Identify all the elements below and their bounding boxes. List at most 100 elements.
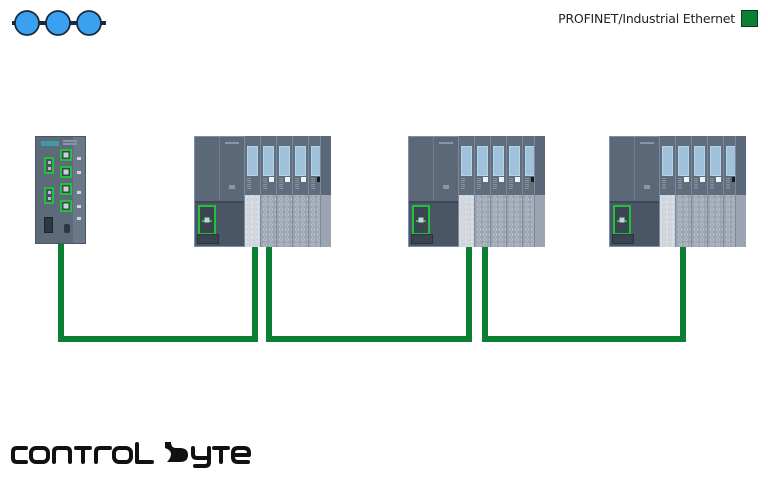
module-ticks <box>311 178 315 179</box>
end-cap <box>735 136 746 247</box>
module-ticks <box>295 178 299 179</box>
siemens-brand-label <box>41 141 59 146</box>
status-led <box>77 191 81 194</box>
status-square <box>301 177 306 182</box>
cpu-label <box>225 142 239 144</box>
module-display <box>509 146 520 176</box>
ethernet-port-2[interactable] <box>60 166 72 178</box>
status-square <box>269 177 274 182</box>
plc-rack-2[interactable] <box>408 136 545 247</box>
profinet-port-pair[interactable] <box>613 205 631 235</box>
io-module-1[interactable] <box>244 136 260 247</box>
linked-circles-logo-icon <box>10 8 110 38</box>
cpu-label <box>439 142 453 144</box>
terminal-block <box>692 195 707 247</box>
io-module-2[interactable] <box>474 136 490 247</box>
module-ticks <box>279 178 283 179</box>
terminal-block <box>708 195 723 247</box>
module-ticks <box>493 178 497 179</box>
cpu-foot <box>612 234 634 244</box>
terminal-block <box>507 195 522 247</box>
power-terminal-2 <box>44 187 54 204</box>
end-cap-lower <box>736 195 746 247</box>
end-cap-lower <box>321 195 331 247</box>
module-display <box>477 146 488 176</box>
module-ticks <box>678 178 682 179</box>
cpu-led <box>644 185 650 189</box>
module-display <box>710 146 721 176</box>
module-display <box>295 146 306 176</box>
cpu-led <box>443 185 449 189</box>
sd-card-slot <box>44 217 53 233</box>
industrial-switch[interactable] <box>35 136 86 244</box>
terminal-block <box>475 195 490 247</box>
io-module-3[interactable] <box>276 136 292 247</box>
module-ticks <box>509 178 513 179</box>
io-module-4[interactable] <box>707 136 723 247</box>
io-module-4[interactable] <box>506 136 522 247</box>
switch-side-rail <box>73 137 85 243</box>
terminal-block <box>459 195 474 247</box>
io-module-3[interactable] <box>490 136 506 247</box>
terminal-block <box>245 195 260 247</box>
cable-switch-to-plc1 <box>58 244 258 342</box>
plc-rack-3[interactable] <box>609 136 746 247</box>
module-display <box>694 146 705 176</box>
terminal-block <box>660 195 675 247</box>
io-module-2[interactable] <box>675 136 691 247</box>
status-square <box>732 177 737 182</box>
module-ticks <box>525 178 529 179</box>
cpu-led <box>229 185 235 189</box>
legend-swatch-profinet <box>741 10 758 27</box>
cpu-foot <box>411 234 433 244</box>
plc-cpu-module <box>609 136 661 247</box>
status-square <box>700 177 705 182</box>
terminal-block <box>676 195 691 247</box>
cpu-divider <box>433 137 434 246</box>
ethernet-port-3[interactable] <box>60 183 72 195</box>
status-led <box>77 205 81 208</box>
module-display <box>493 146 504 176</box>
status-led <box>77 157 81 160</box>
module-ticks <box>662 178 666 179</box>
module-display <box>461 146 472 176</box>
module-ticks <box>263 178 267 179</box>
module-ticks <box>477 178 481 179</box>
plc-rack-1[interactable] <box>194 136 331 247</box>
ethernet-port-1[interactable] <box>60 149 72 161</box>
module-ticks <box>710 178 714 179</box>
power-terminal-1 <box>44 157 54 174</box>
module-ticks <box>726 178 730 179</box>
io-module-2[interactable] <box>260 136 276 247</box>
module-ticks <box>247 178 251 179</box>
io-module-3[interactable] <box>691 136 707 247</box>
terminal-block <box>491 195 506 247</box>
controlbyte-logo <box>10 440 260 476</box>
status-square <box>285 177 290 182</box>
plc-cpu-module <box>194 136 246 247</box>
legend-label: PROFINET/Industrial Ethernet <box>558 11 735 26</box>
status-square <box>317 177 322 182</box>
status-led <box>77 217 81 220</box>
status-square <box>684 177 689 182</box>
cable-plc2-to-plc3 <box>482 247 686 342</box>
io-module-1[interactable] <box>458 136 474 247</box>
cable-plc1-to-plc2 <box>266 247 472 342</box>
module-display <box>678 146 689 176</box>
status-square <box>716 177 721 182</box>
io-module-1[interactable] <box>659 136 675 247</box>
ethernet-port-4[interactable] <box>60 200 72 212</box>
cpu-label <box>640 142 654 144</box>
status-square <box>483 177 488 182</box>
cpu-divider <box>634 137 635 246</box>
module-ticks <box>461 178 465 179</box>
end-cap <box>320 136 331 247</box>
module-display <box>263 146 274 176</box>
module-ticks <box>694 178 698 179</box>
io-module-4[interactable] <box>292 136 308 247</box>
plc-cpu-module <box>408 136 460 247</box>
terminal-block <box>293 195 308 247</box>
switch-model-text <box>63 140 77 142</box>
terminal-block <box>261 195 276 247</box>
